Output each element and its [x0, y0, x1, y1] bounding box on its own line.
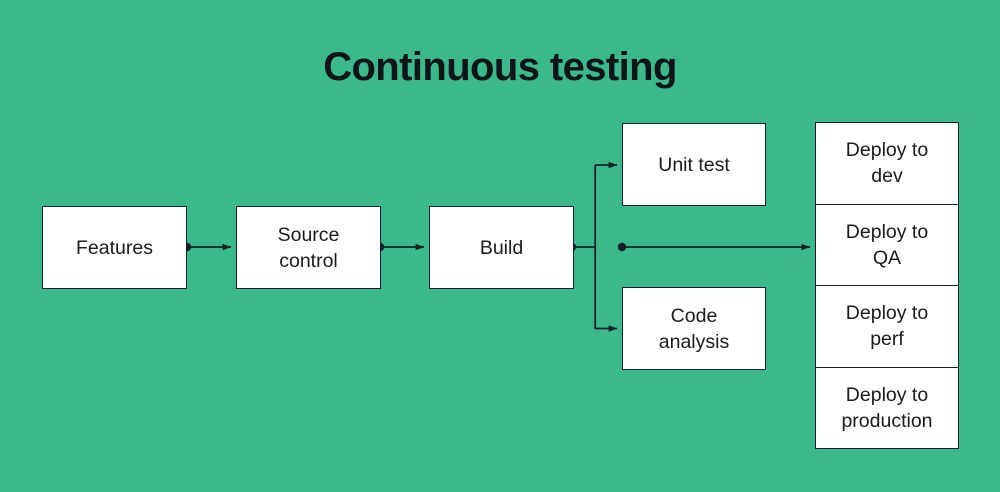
- node-deploy-qa[interactable]: Deploy to QA: [816, 205, 958, 286]
- node-deploy-perf-label: Deploy to perf: [845, 302, 929, 351]
- edge-source-control-to-build: [375, 242, 425, 252]
- node-build-label: Build: [479, 236, 524, 259]
- node-deploy-perf[interactable]: Deploy to perf: [816, 286, 958, 368]
- node-unit-test-label: Unit test: [658, 153, 730, 176]
- edge-features-to-source-control: [182, 242, 232, 252]
- node-source-control[interactable]: Source control: [236, 206, 381, 289]
- node-code-analysis-label: Code analysis: [658, 304, 730, 353]
- node-source-control-label: Source control: [277, 223, 340, 272]
- node-features[interactable]: Features: [42, 206, 187, 289]
- node-build[interactable]: Build: [429, 206, 574, 289]
- node-deploy-production[interactable]: Deploy to production: [816, 368, 958, 449]
- edge-build-to-deploy-qa: [617, 242, 811, 252]
- deploy-stage-group: Deploy to dev Deploy to QA Deploy to per…: [815, 122, 959, 449]
- node-deploy-production-label: Deploy to production: [841, 383, 933, 432]
- node-deploy-qa-label: Deploy to QA: [845, 220, 929, 269]
- node-features-label: Features: [76, 236, 153, 259]
- node-unit-test[interactable]: Unit test: [622, 123, 766, 206]
- node-deploy-dev[interactable]: Deploy to dev: [816, 123, 958, 205]
- page-title: Continuous testing: [323, 45, 677, 89]
- node-deploy-dev-label: Deploy to dev: [845, 139, 929, 188]
- node-code-analysis[interactable]: Code analysis: [622, 287, 766, 370]
